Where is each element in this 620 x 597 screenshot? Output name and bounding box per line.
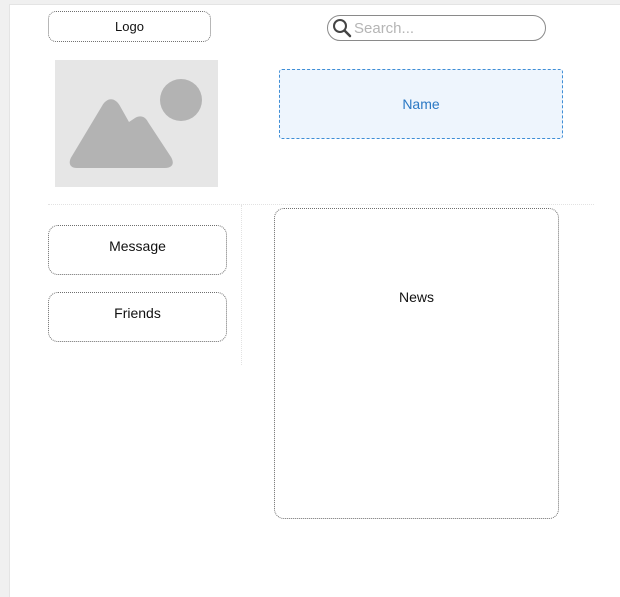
news-panel: News: [274, 208, 559, 519]
avatar: [55, 60, 218, 187]
search-bar[interactable]: [327, 15, 546, 41]
logo-label: Logo: [115, 19, 144, 34]
logo[interactable]: Logo: [48, 11, 211, 42]
friends-button-label: Friends: [114, 305, 161, 321]
profile-name-box: Name: [279, 69, 563, 139]
search-icon: [333, 19, 352, 38]
message-button-label: Message: [109, 238, 166, 254]
message-button[interactable]: Message: [48, 225, 227, 275]
vertical-divider: [241, 205, 242, 365]
profile-name-label: Name: [402, 96, 440, 112]
horizontal-divider: [48, 204, 594, 205]
image-placeholder-icon: [69, 79, 202, 168]
news-label: News: [398, 289, 434, 305]
friends-button[interactable]: Friends: [48, 292, 227, 342]
search-input[interactable]: [352, 19, 534, 37]
